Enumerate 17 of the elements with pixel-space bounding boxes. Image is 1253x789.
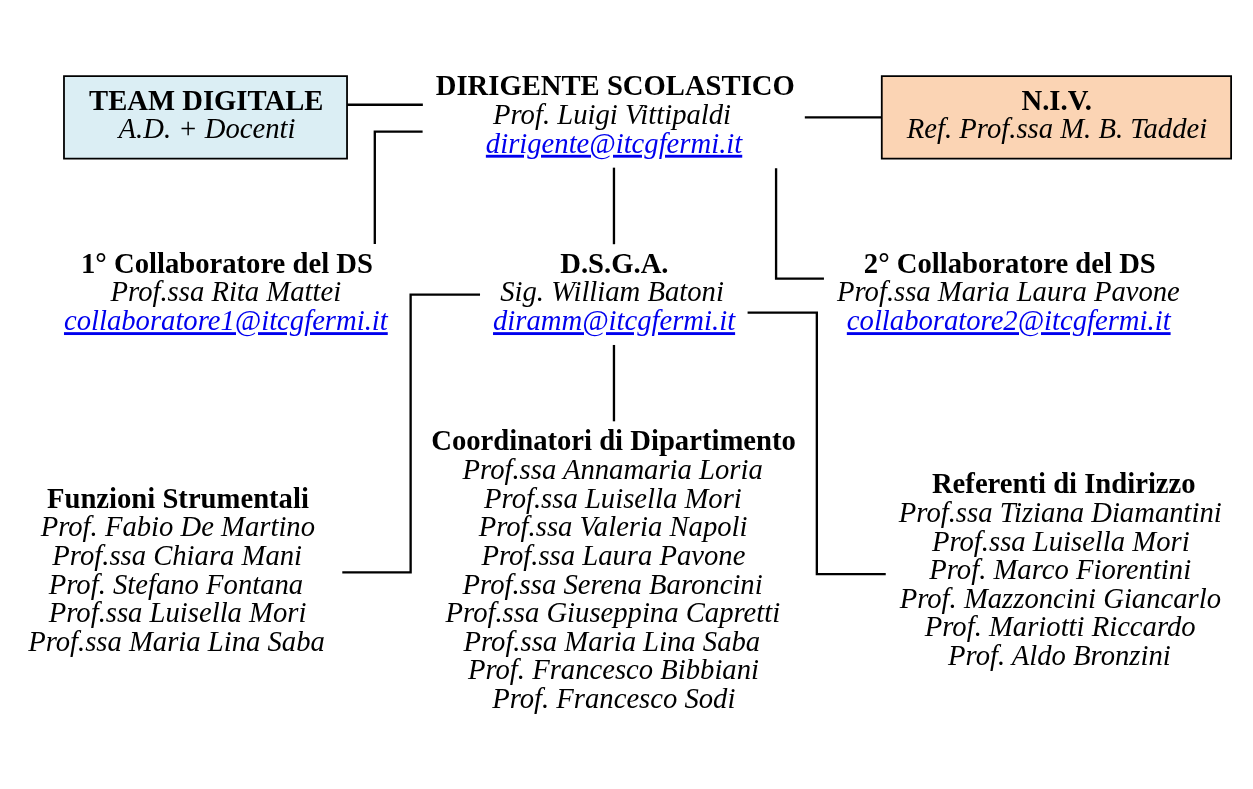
node-text: 2° Collaboratore del DS Prof.ssa Maria Laura Pavone collaboratore2@itcgfermi.it bbox=[836, 246, 1180, 336]
connector bbox=[804, 115, 882, 118]
node-box: N.I.V. Ref. Prof.ssa M. B. Taddei bbox=[880, 74, 1232, 159]
node-text: D.S.G.A. Sig. William Batoni diramm@itcgfermi.it bbox=[493, 246, 736, 336]
connector bbox=[747, 310, 886, 575]
node-text: Coordinatori di Dipartimento Prof.ssa Annamaria Loria Prof.ssa Luisella Mori Prof.ssa Valeria Napoli Prof.ssa Laura Pavone Prof.ssa Serena Baroncini Prof.ssa Giuseppina Capretti Prof.ssa Maria Lina Saba Prof. Francesco Bibbiani Prof. Francesco Sodi bbox=[431, 423, 796, 714]
node-text: Referenti di Indirizzo Prof.ssa Tiziana Diamantini Prof.ssa Luisella Mori Prof. Marco Fiorentini Prof. Mazzoncini Giancarlo Prof. Mariotti Riccardo Prof. Aldo Bronzini bbox=[898, 466, 1222, 671]
connector bbox=[774, 167, 824, 280]
node-text: Funzioni Strumentali Prof. Fabio De Martino Prof.ssa Chiara Mani Prof. Stefano Fontana Prof.ssa Luisella Mori Prof.ssa Maria Lina Saba bbox=[28, 481, 325, 657]
connector bbox=[612, 167, 616, 244]
node-text: DIRIGENTE SCOLASTICO Prof. Luigi Vittipaldi dirigente@itcgfermi.it bbox=[435, 68, 795, 159]
connector bbox=[342, 293, 481, 573]
connector bbox=[347, 103, 423, 106]
connector bbox=[612, 344, 616, 421]
connector bbox=[373, 130, 423, 244]
node-text: 1° Collaboratore del DS Prof.ssa Rita Mattei collaboratore1@itcgfermi.it bbox=[63, 246, 388, 336]
node-box: TEAM DIGITALE A.D. + Docenti bbox=[63, 74, 348, 159]
